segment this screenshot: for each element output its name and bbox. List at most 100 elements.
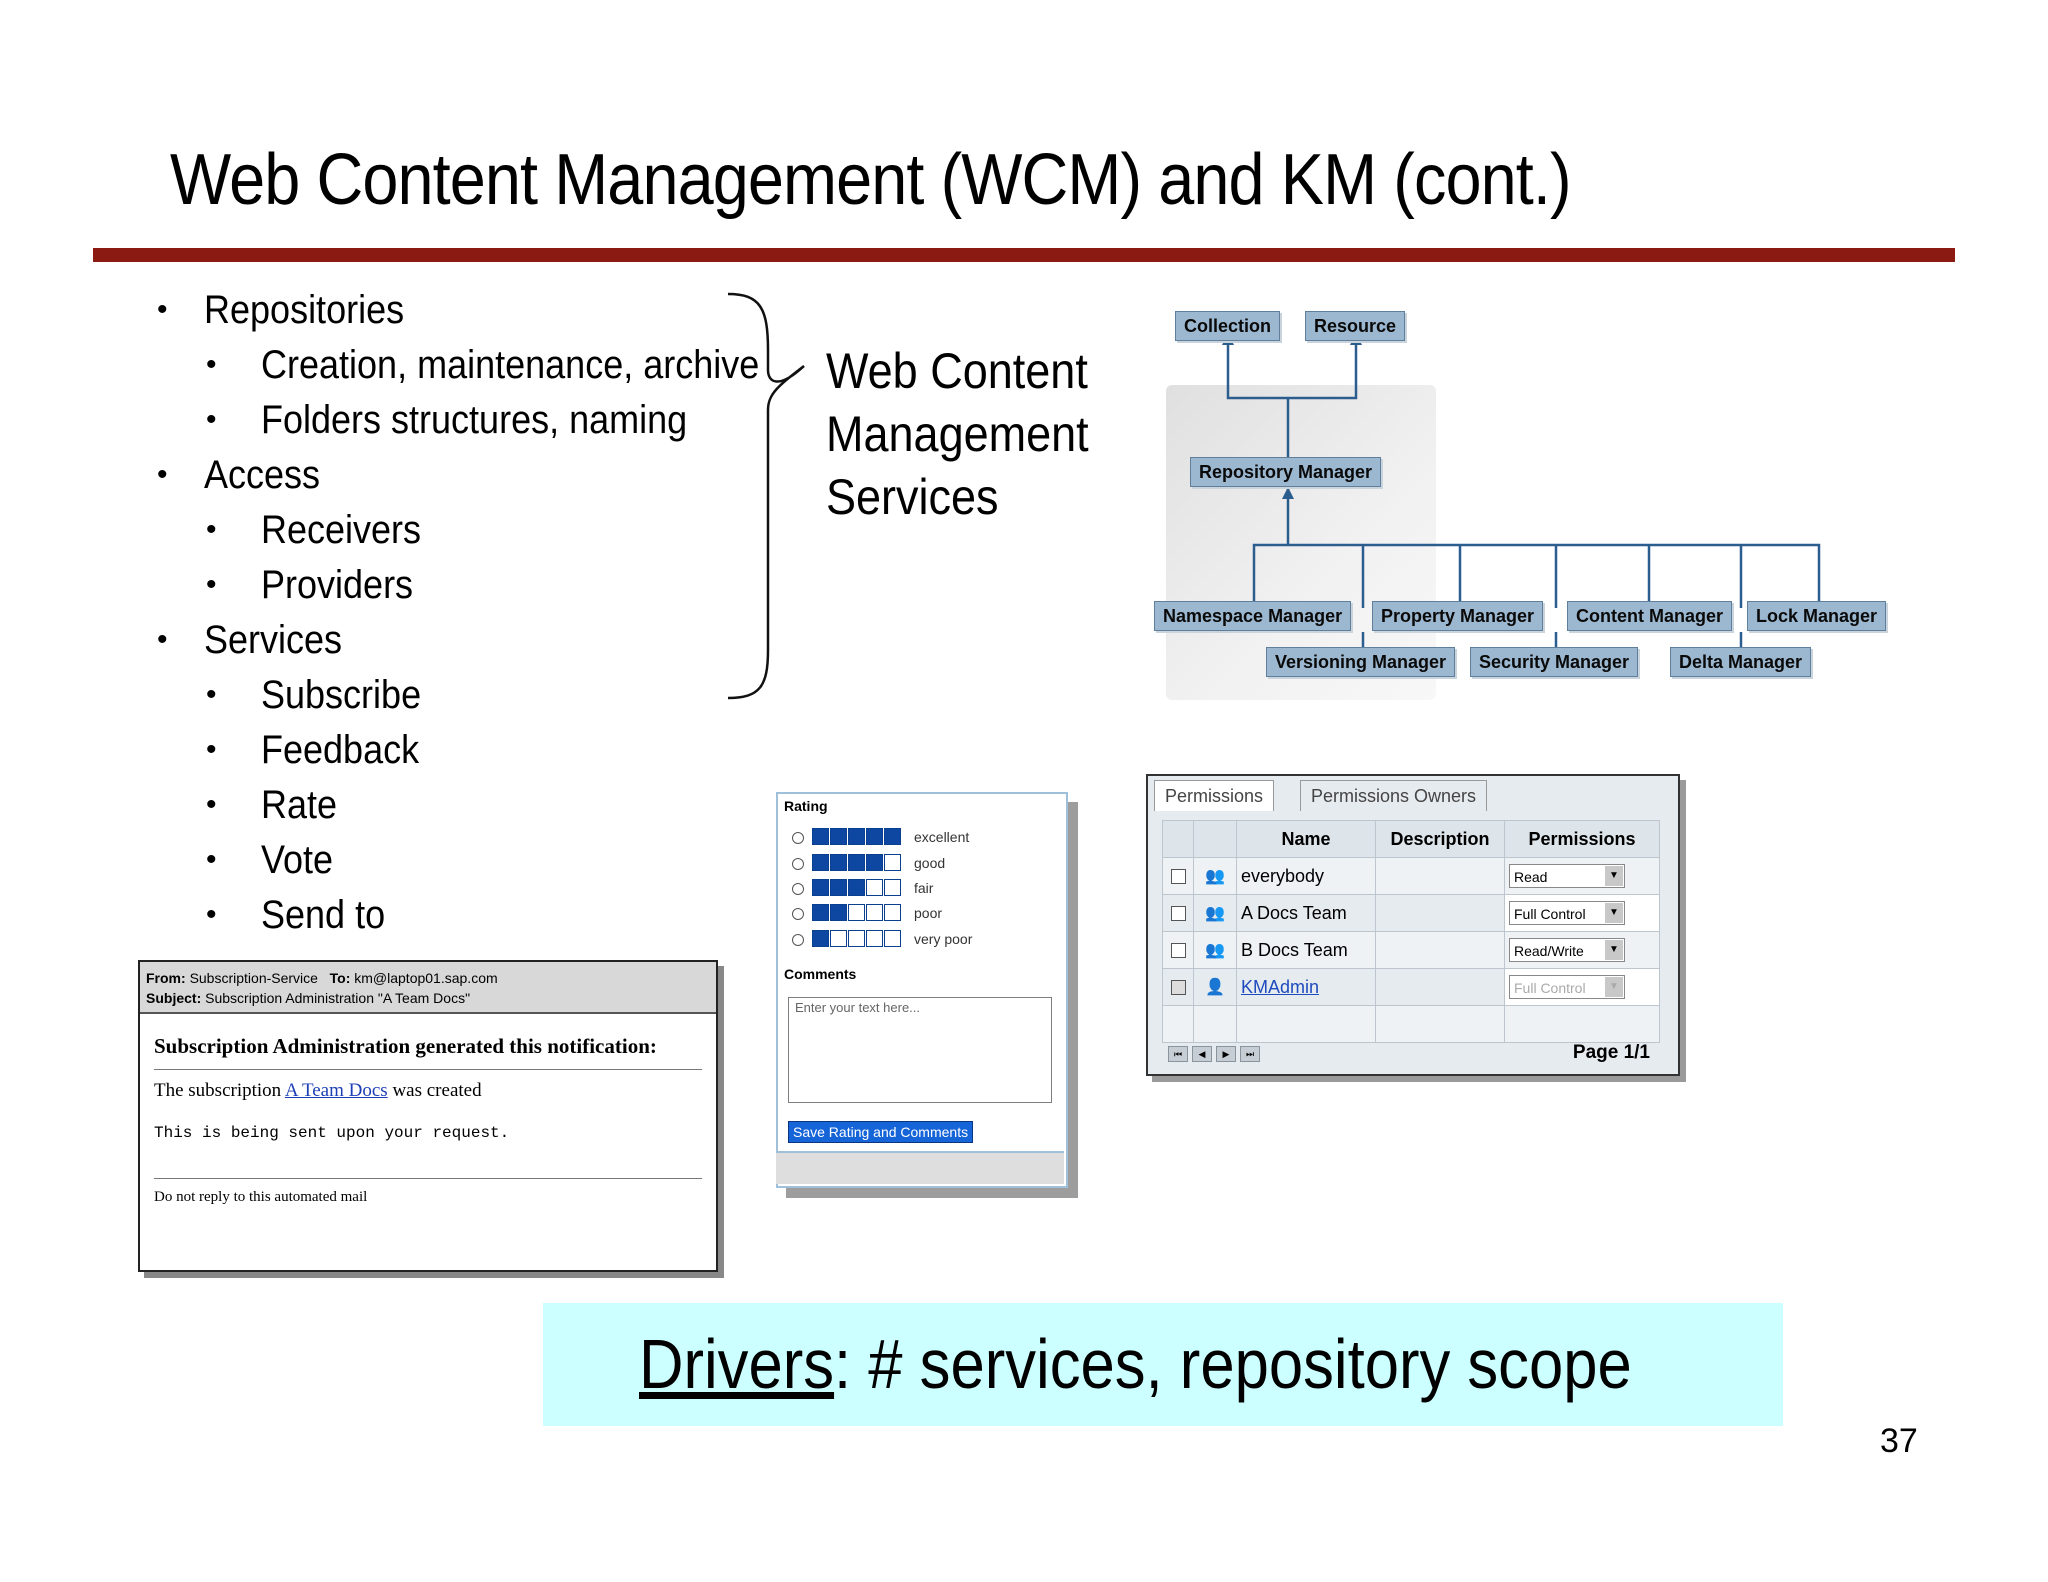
permission-select-value: Read/Write xyxy=(1514,943,1584,959)
email-header: From: Subscription-Service To: km@laptop… xyxy=(140,962,716,1014)
row-checkbox[interactable] xyxy=(1170,906,1186,922)
rating-square-icon xyxy=(830,930,847,947)
permission-select[interactable]: Full Control ▼ xyxy=(1509,975,1625,999)
page-indicator: Page 1/1 xyxy=(1572,1042,1650,1063)
permission-select[interactable]: Read▼ xyxy=(1509,864,1625,888)
bullet-dot: • xyxy=(206,843,217,876)
email-line-suffix: was created xyxy=(392,1080,482,1101)
radio-button[interactable] xyxy=(792,934,804,946)
save-rating-button[interactable]: Save Rating and Comments xyxy=(788,1121,974,1143)
rating-square-icon xyxy=(866,879,883,896)
table-row: 👤 KMAdmin Full Control▼ xyxy=(1162,968,1660,1006)
permission-select-value: Full Control xyxy=(1514,980,1586,996)
permissions-column-header: Permissions xyxy=(1504,820,1660,858)
table-header-row: Name Description Permissions xyxy=(1162,820,1660,858)
rating-square-icon xyxy=(866,854,883,871)
rating-option-label: good xyxy=(914,855,946,871)
bullet-dot: • xyxy=(206,403,217,436)
radio-button[interactable] xyxy=(792,832,804,844)
bullet-dot: • xyxy=(206,568,217,601)
content-manager-box: Content Manager xyxy=(1567,601,1733,631)
permission-select[interactable]: Full Control▼ xyxy=(1509,901,1625,925)
next-page-icon[interactable]: ▶ xyxy=(1216,1046,1236,1062)
bullet-creation: Creation, maintenance, archive xyxy=(261,343,760,387)
subscription-link[interactable]: A Team Docs xyxy=(284,1080,388,1101)
rating-square-icon xyxy=(884,879,901,896)
property-manager-box: Property Manager xyxy=(1372,601,1544,631)
row-checkbox[interactable] xyxy=(1170,869,1186,885)
to-label: To: xyxy=(329,970,351,986)
tab-permissions[interactable]: Permissions xyxy=(1154,780,1275,811)
permission-select[interactable]: Read/Write▼ xyxy=(1509,938,1625,962)
rating-square-icon xyxy=(884,854,901,871)
name-column-header: Name xyxy=(1236,820,1376,858)
slide-title: Web Content Management (WCM) and KM (con… xyxy=(170,140,1572,220)
email-line: The subscription A Team Docs was created xyxy=(154,1080,702,1102)
rating-square-icon xyxy=(830,854,847,871)
email-footer: Do not reply to this automated mail xyxy=(154,1189,368,1205)
rating-footer xyxy=(776,1151,1064,1184)
comments-label: Comments xyxy=(784,966,857,982)
lock-manager-box: Lock Manager xyxy=(1747,601,1887,631)
bullet-vote: Vote xyxy=(261,838,334,882)
email-request-text: This is being sent upon your request. xyxy=(154,1124,510,1142)
brace-label-line2: Management xyxy=(826,406,1089,462)
first-page-icon[interactable]: ⏮ xyxy=(1168,1046,1188,1062)
brace-label-line3: Services xyxy=(826,469,999,525)
namespace-manager-box: Namespace Manager xyxy=(1154,601,1352,631)
collection-box: Collection xyxy=(1175,311,1281,341)
rating-square-icon xyxy=(884,904,901,921)
previous-page-icon[interactable]: ◀ xyxy=(1192,1046,1212,1062)
permission-select-value: Read xyxy=(1514,869,1548,885)
rating-option-label: very poor xyxy=(914,931,973,947)
rating-square-icon xyxy=(848,930,865,947)
email-line-prefix: The subscription xyxy=(154,1080,282,1101)
radio-button[interactable] xyxy=(792,858,804,870)
rating-square-icon xyxy=(812,828,829,845)
resource-box: Resource xyxy=(1305,311,1406,341)
brace-label-line1: Web Content xyxy=(826,343,1088,399)
brace-label: Web Content Management Services xyxy=(826,340,1089,529)
security-manager-box: Security Manager xyxy=(1470,647,1639,677)
last-page-icon[interactable]: ⏭ xyxy=(1240,1046,1260,1062)
drivers-rest: : # services, repository scope xyxy=(834,1325,1632,1403)
rating-square-icon xyxy=(848,879,865,896)
row-checkbox[interactable] xyxy=(1170,943,1186,959)
bullet-access: Access xyxy=(204,453,321,497)
rating-option-label: poor xyxy=(914,905,943,921)
radio-button[interactable] xyxy=(792,883,804,895)
pagination-bar: ⏮ ◀ ▶ ⏭ Page 1/1 xyxy=(1162,1040,1660,1068)
bullet-providers: Providers xyxy=(261,563,414,607)
bullet-repositories: Repositories xyxy=(204,288,405,332)
bullet-services: Services xyxy=(204,618,343,662)
row-description xyxy=(1375,894,1505,932)
permissions-table: Name Description Permissions 👥 everybody… xyxy=(1162,820,1660,1043)
radio-button[interactable] xyxy=(792,908,804,920)
rating-option-label: excellent xyxy=(914,829,970,845)
tab-permissions-owners[interactable]: Permissions Owners xyxy=(1300,780,1488,811)
bullet-dot: • xyxy=(157,458,168,491)
table-row xyxy=(1162,1005,1660,1043)
curly-brace xyxy=(727,292,805,700)
user-link[interactable]: KMAdmin xyxy=(1241,976,1320,997)
select-column-header xyxy=(1162,820,1194,858)
chevron-down-icon: ▼ xyxy=(1605,903,1623,923)
repository-manager-box: Repository Manager xyxy=(1190,457,1382,487)
title-divider xyxy=(93,248,1955,262)
rating-square-icon xyxy=(830,904,847,921)
row-description xyxy=(1375,931,1505,969)
row-checkbox[interactable] xyxy=(1170,980,1186,996)
bullet-dot: • xyxy=(157,293,168,326)
row-description xyxy=(1375,857,1505,895)
chevron-down-icon: ▼ xyxy=(1605,977,1623,997)
bullet-dot: • xyxy=(206,898,217,931)
row-description xyxy=(1375,968,1505,1006)
bullet-dot: • xyxy=(206,348,217,381)
architecture-diagram: Collection Resource Repository Manager N… xyxy=(1150,305,1900,705)
rating-square-icon xyxy=(884,930,901,947)
comments-textarea[interactable]: Enter your text here... xyxy=(788,997,1052,1103)
email-notification: From: Subscription-Service To: km@laptop… xyxy=(138,960,718,1272)
divider xyxy=(154,1069,702,1070)
rating-label: Rating xyxy=(784,798,828,814)
page-number: 37 xyxy=(1880,1422,1918,1460)
